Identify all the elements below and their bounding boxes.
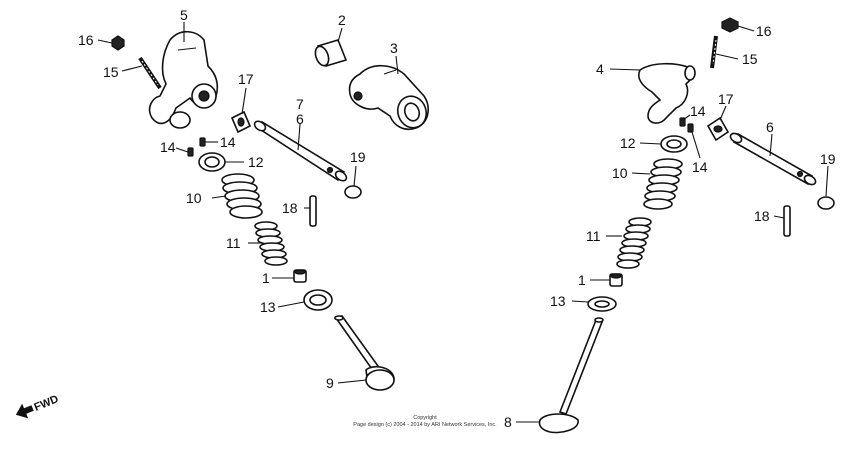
callout-1-left: 1 xyxy=(262,270,270,286)
callout-1-right: 1 xyxy=(578,272,586,288)
part-15-screw-left[interactable] xyxy=(138,56,162,90)
part-14-cotter-left-b[interactable] xyxy=(199,137,206,147)
leader-lines xyxy=(97,22,829,423)
callout-13-left: 13 xyxy=(260,299,276,315)
fwd-label: FWD xyxy=(33,393,61,414)
part-13-washer-right[interactable] xyxy=(587,296,617,312)
part-14-cotter-left-a[interactable] xyxy=(187,147,194,157)
part-1-seal-right[interactable] xyxy=(609,273,623,287)
part-18-dowel-right[interactable] xyxy=(783,205,791,237)
copyright-notice: Copyright Page design (c) 2004 - 2014 by… xyxy=(353,415,497,428)
callout-14-right-b: 14 xyxy=(692,159,708,175)
copyright-line-2: Page design (c) 2004 - 2014 by ARI Netwo… xyxy=(353,422,497,428)
callout-14-left-a: 14 xyxy=(160,139,176,155)
callout-10-left: 10 xyxy=(186,190,202,206)
part-18-dowel-left[interactable] xyxy=(309,195,317,227)
callout-6-left: 6 xyxy=(296,111,304,127)
part-3-rocker-holder[interactable] xyxy=(348,64,430,132)
callout-9: 9 xyxy=(326,375,334,391)
callout-6-right: 6 xyxy=(766,119,774,135)
callout-2: 2 xyxy=(338,12,346,28)
part-10-outer-spring-left[interactable] xyxy=(221,173,263,219)
part-19-oring-left[interactable] xyxy=(344,185,362,199)
callout-18-right: 18 xyxy=(754,208,770,224)
callout-11-left: 11 xyxy=(226,235,241,251)
callout-12-left: 12 xyxy=(248,154,264,170)
callout-19-left: 19 xyxy=(350,149,366,165)
part-2-bushing[interactable] xyxy=(313,39,348,67)
part-1-seal-left[interactable] xyxy=(293,269,307,283)
part-9-valve-left[interactable] xyxy=(334,315,395,391)
part-19-oring-right[interactable] xyxy=(817,196,835,210)
part-6-rocker-shaft-left[interactable] xyxy=(253,119,348,182)
callout-11-right: 11 xyxy=(586,228,601,244)
callout-14-left-b: 14 xyxy=(220,134,236,150)
callout-15-left: 15 xyxy=(103,64,119,80)
callout-7: 7 xyxy=(296,96,304,112)
callout-10-right: 10 xyxy=(612,165,628,181)
callout-18-left: 18 xyxy=(282,200,298,216)
part-11-inner-spring-right[interactable] xyxy=(616,217,652,269)
callout-16-left: 16 xyxy=(78,32,94,48)
callout-15-right: 15 xyxy=(742,51,758,67)
callout-numbers: 5 16 15 2 3 17 7 6 14 14 12 19 10 18 11 … xyxy=(78,7,836,430)
part-6-rocker-shaft-right[interactable] xyxy=(729,132,817,187)
part-8-valve-right[interactable] xyxy=(538,317,604,434)
part-13-washer-left[interactable] xyxy=(303,289,333,311)
part-5-rocker-arm-left[interactable] xyxy=(148,30,219,129)
fwd-indicator: FWD xyxy=(15,393,61,419)
part-17-washer-left[interactable] xyxy=(230,110,252,134)
part-11-inner-spring-left[interactable] xyxy=(254,221,288,266)
callout-8: 8 xyxy=(504,414,512,430)
callout-12-right: 12 xyxy=(620,135,636,151)
callout-17-left: 17 xyxy=(238,71,254,87)
part-15-screw-right[interactable] xyxy=(710,35,718,69)
callout-14-right-a: 14 xyxy=(690,103,706,119)
part-4-rocker-arm-right[interactable] xyxy=(637,62,696,124)
callout-3: 3 xyxy=(390,40,398,56)
callout-19-right: 19 xyxy=(820,151,836,167)
part-16-nut-right[interactable] xyxy=(721,17,739,33)
part-12-retainer-left[interactable] xyxy=(198,152,226,172)
part-14-cotter-right-b[interactable] xyxy=(687,123,694,133)
fwd-arrow-icon xyxy=(15,403,34,419)
part-17-washer-right[interactable] xyxy=(706,116,730,142)
copyright-line-1: Copyright xyxy=(413,415,437,421)
part-16-nut-left[interactable] xyxy=(111,35,125,51)
callout-17-right: 17 xyxy=(718,91,734,107)
part-12-retainer-right[interactable] xyxy=(660,135,688,153)
callout-13-right: 13 xyxy=(550,293,566,309)
callout-16-right: 16 xyxy=(756,23,772,39)
callout-5: 5 xyxy=(180,7,188,23)
callout-4: 4 xyxy=(596,61,604,77)
part-10-outer-spring-right[interactable] xyxy=(643,158,683,210)
